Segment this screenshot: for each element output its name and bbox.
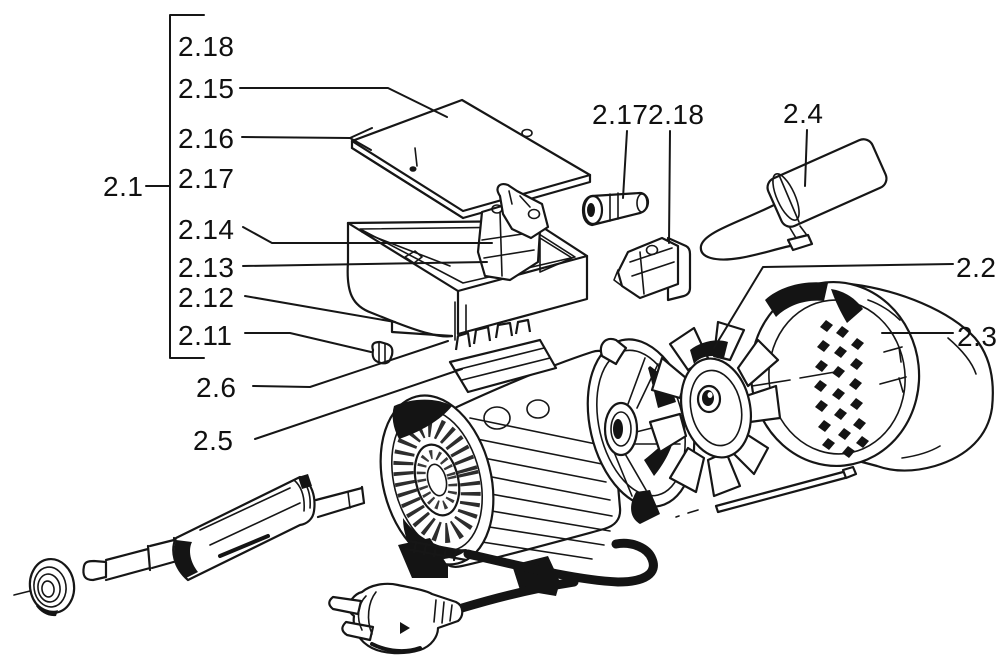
leader-lines bbox=[239, 87, 954, 440]
part-labels: 2.1 2.18 2.15 2.16 2.17 2.14 2.13 2.12 2… bbox=[103, 31, 997, 456]
part-label-2-11: 2.11 bbox=[178, 320, 232, 351]
capacitor bbox=[699, 138, 888, 261]
rotor-shaft-assembly bbox=[13, 474, 366, 617]
part-label-2-3: 2.3 bbox=[957, 321, 997, 352]
part-label-2-18-left: 2.18 bbox=[178, 31, 235, 62]
part-label-2-18-top: 2.18 bbox=[648, 99, 705, 130]
leader-2-13 bbox=[242, 261, 488, 267]
part-label-2-12: 2.12 bbox=[178, 282, 235, 313]
bracket-2-1 bbox=[145, 14, 205, 359]
leader-2-5 bbox=[254, 368, 463, 440]
power-plug bbox=[328, 582, 464, 655]
terminal-box-cover bbox=[350, 98, 592, 220]
leader-2-4 bbox=[804, 129, 808, 187]
fan-impeller bbox=[648, 320, 782, 498]
leader-2-15 bbox=[239, 87, 448, 118]
part-label-2-17-top: 2.17 bbox=[592, 99, 649, 130]
leader-2-12 bbox=[244, 295, 396, 323]
part-label-2-4: 2.4 bbox=[783, 98, 823, 129]
part-label-2-15: 2.15 bbox=[178, 73, 235, 104]
motor-stator bbox=[379, 318, 622, 596]
part-label-2-13: 2.13 bbox=[178, 252, 235, 283]
part-label-2-17-left: 2.17 bbox=[178, 163, 235, 194]
tie-rod bbox=[675, 465, 858, 518]
box-contact-bracket bbox=[496, 183, 550, 240]
part-label-2-5: 2.5 bbox=[193, 425, 233, 456]
part-label-2-2: 2.2 bbox=[956, 252, 996, 283]
part-label-2-16: 2.16 bbox=[178, 123, 235, 154]
leader-2-11 bbox=[244, 332, 372, 353]
leader-2-6 bbox=[252, 340, 449, 388]
part-label-2-6: 2.6 bbox=[196, 372, 236, 403]
leader-2-14 bbox=[242, 226, 493, 244]
ball-bearing bbox=[28, 557, 76, 617]
terminal-block-part bbox=[613, 236, 692, 302]
leader-2-16 bbox=[241, 127, 373, 151]
leader-2-2 bbox=[713, 263, 954, 349]
leader-2-18-top bbox=[668, 130, 671, 244]
power-cable bbox=[404, 538, 658, 613]
leader-2-17-top bbox=[622, 130, 628, 199]
grommet bbox=[371, 340, 394, 365]
cable-gland-sleeve bbox=[581, 191, 650, 227]
fan-cover bbox=[699, 280, 994, 472]
part-label-2-1: 2.1 bbox=[103, 171, 143, 202]
motor-terminal-board bbox=[448, 318, 558, 394]
part-label-2-14: 2.14 bbox=[178, 214, 235, 245]
terminal-box bbox=[346, 183, 589, 345]
